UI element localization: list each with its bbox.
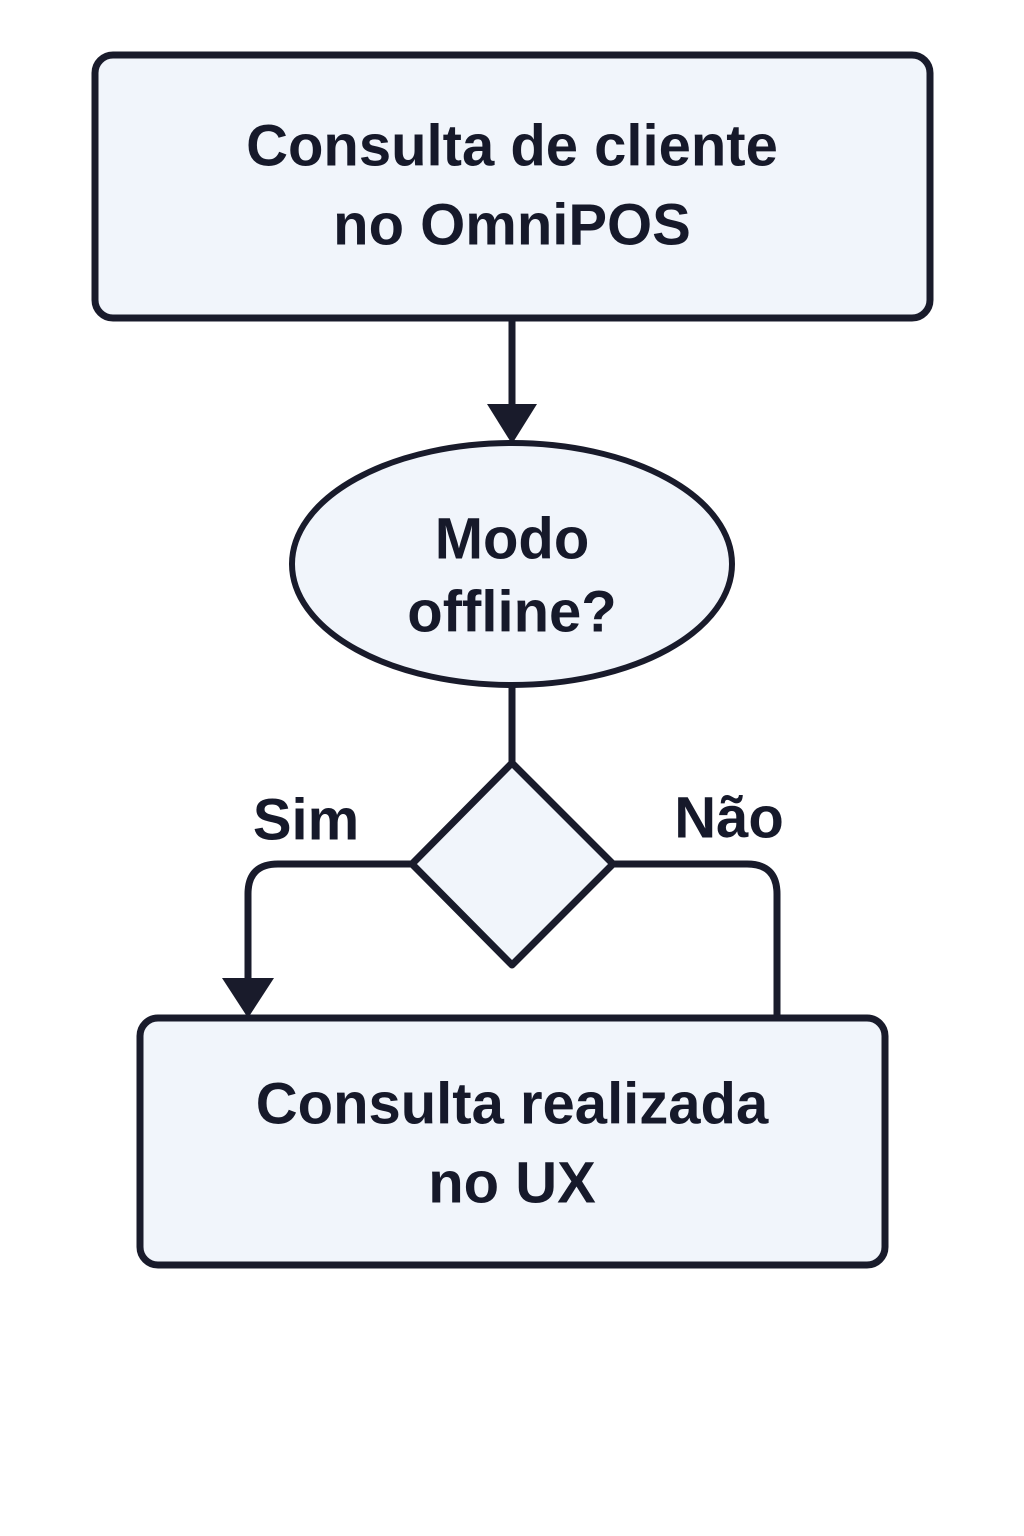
node-end[interactable]: Consulta realizada no UX <box>136 1014 889 1269</box>
node-end-shape[interactable] <box>136 1014 889 1269</box>
edge-start-to-decision <box>487 318 537 444</box>
node-end-label-line2: no UX <box>428 1150 596 1215</box>
edge-diamond-no-to-end <box>613 860 781 1020</box>
arrow-head-icon-start-to-decision <box>487 404 537 444</box>
edge-line-diamond-yes-to-end <box>244 860 412 985</box>
node-decision-mode[interactable]: Modo offline? <box>289 440 735 688</box>
node-decision-mode-label-line2: offline? <box>407 579 616 644</box>
node-branch-diamond-shape[interactable] <box>408 759 617 969</box>
node-end-label-line1: Consulta realizada <box>256 1071 769 1136</box>
node-branch-diamond[interactable] <box>408 759 617 969</box>
node-decision-mode-label-line1: Modo <box>435 506 590 571</box>
edge-label-nao: Não <box>674 785 784 850</box>
edge-label-sim: Sim <box>253 787 359 852</box>
edge-diamond-yes-to-end <box>222 860 412 1018</box>
node-start[interactable]: Consulta de cliente no OmniPOS <box>91 51 934 322</box>
node-decision-mode-shape[interactable] <box>289 440 735 688</box>
node-start-label-line2: no OmniPOS <box>333 192 691 257</box>
node-start-shape[interactable] <box>91 51 934 322</box>
node-start-label-line1: Consulta de cliente <box>246 113 778 178</box>
edge-line-diamond-no-to-end <box>613 860 781 1020</box>
arrow-head-icon-diamond-yes-to-end <box>222 978 274 1018</box>
